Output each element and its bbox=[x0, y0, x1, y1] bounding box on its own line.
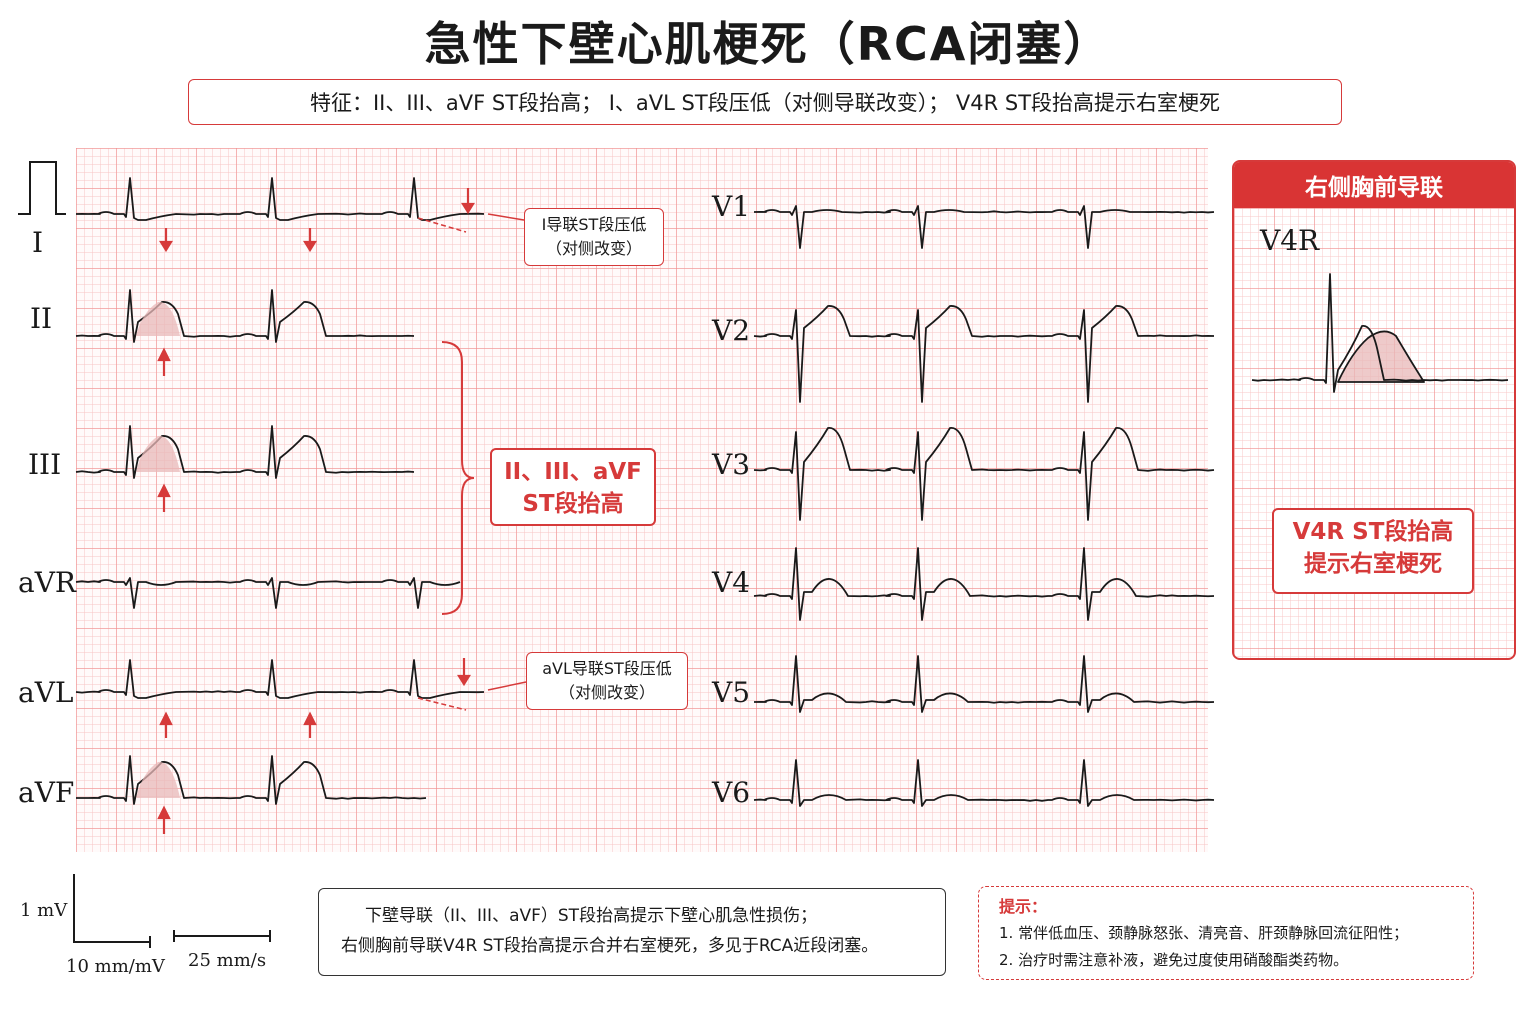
trace-lead-v3 bbox=[754, 428, 1214, 520]
st-depression-guide-avl bbox=[418, 698, 466, 710]
scale-bars bbox=[74, 874, 270, 948]
trace-lead-i bbox=[76, 178, 484, 220]
callout-lead-i-line1: I导联ST段压低 bbox=[525, 213, 663, 237]
trace-lead-avl bbox=[76, 660, 484, 698]
trace-lead-v5 bbox=[754, 656, 1214, 712]
summary-line-1: 下壁导联（II、III、aVF）ST段抬高提示下壁心肌急性损伤； bbox=[341, 901, 945, 931]
callout-inferior-line2: ST段抬高 bbox=[492, 488, 654, 520]
summary-box: 下壁导联（II、III、aVF）ST段抬高提示下壁心肌急性损伤； 右侧胸前导联V… bbox=[318, 888, 946, 976]
callout-lead-avl-line1: aVL导联ST段压低 bbox=[527, 657, 687, 681]
connector-avl bbox=[488, 682, 526, 690]
arrows-st-elevation bbox=[159, 350, 1387, 834]
callout-lead-i-line2: （对侧改变） bbox=[525, 237, 663, 261]
scale-gain: 10 mm/mV bbox=[66, 956, 165, 977]
callout-lead-avl: aVL导联ST段压低 （对侧改变） bbox=[526, 652, 688, 710]
summary-line-2: 右侧胸前导联V4R ST段抬高提示合并右室梗死，多见于RCA近段闭塞。 bbox=[341, 931, 945, 961]
callout-v4r-line2: 提示右室梗死 bbox=[1274, 548, 1472, 580]
trace-lead-ii bbox=[76, 290, 414, 342]
trace-lead-v4 bbox=[754, 548, 1214, 620]
callout-inferior-line1: II、III、aVF bbox=[492, 456, 654, 488]
callout-v4r: V4R ST段抬高 提示右室梗死 bbox=[1272, 508, 1474, 594]
right-panel-header: 右侧胸前导联 bbox=[1234, 162, 1514, 208]
callout-lead-i: I导联ST段压低 （对侧改变） bbox=[524, 208, 664, 266]
arrows-st-depression bbox=[161, 188, 473, 684]
tips-heading: 提示： bbox=[999, 893, 1473, 920]
scale-voltage: 1 mV bbox=[20, 900, 67, 921]
right-chest-panel: 右侧胸前导联 V4R V4R ST段抬高 提示右室梗死 bbox=[1232, 160, 1516, 660]
calibration-pulse bbox=[18, 162, 66, 214]
connector-i bbox=[488, 214, 524, 220]
callout-inferior: II、III、aVF ST段抬高 bbox=[490, 448, 656, 526]
callout-v4r-line1: V4R ST段抬高 bbox=[1274, 516, 1472, 548]
tips-box: 提示： 1. 常伴低血压、颈静脉怒张、清亮音、肝颈静脉回流征阳性； 2. 治疗时… bbox=[978, 886, 1474, 980]
scale-speed: 25 mm/s bbox=[188, 950, 266, 971]
trace-lead-v1 bbox=[754, 206, 1214, 248]
trace-lead-v2 bbox=[754, 306, 1214, 402]
callout-lead-avl-line2: （对侧改变） bbox=[527, 681, 687, 705]
trace-lead-iii bbox=[76, 426, 414, 478]
trace-lead-v6 bbox=[754, 760, 1214, 806]
tips-item-1: 1. 常伴低血压、颈静脉怒张、清亮音、肝颈静脉回流征阳性； bbox=[999, 920, 1473, 947]
lead-label-v4r: V4R bbox=[1260, 224, 1319, 257]
tips-item-2: 2. 治疗时需注意补液，避免过度使用硝酸酯类药物。 bbox=[999, 947, 1473, 974]
trace-lead-avr bbox=[76, 578, 460, 608]
trace-lead-avf bbox=[76, 756, 426, 804]
inferior-bracket bbox=[442, 342, 474, 614]
